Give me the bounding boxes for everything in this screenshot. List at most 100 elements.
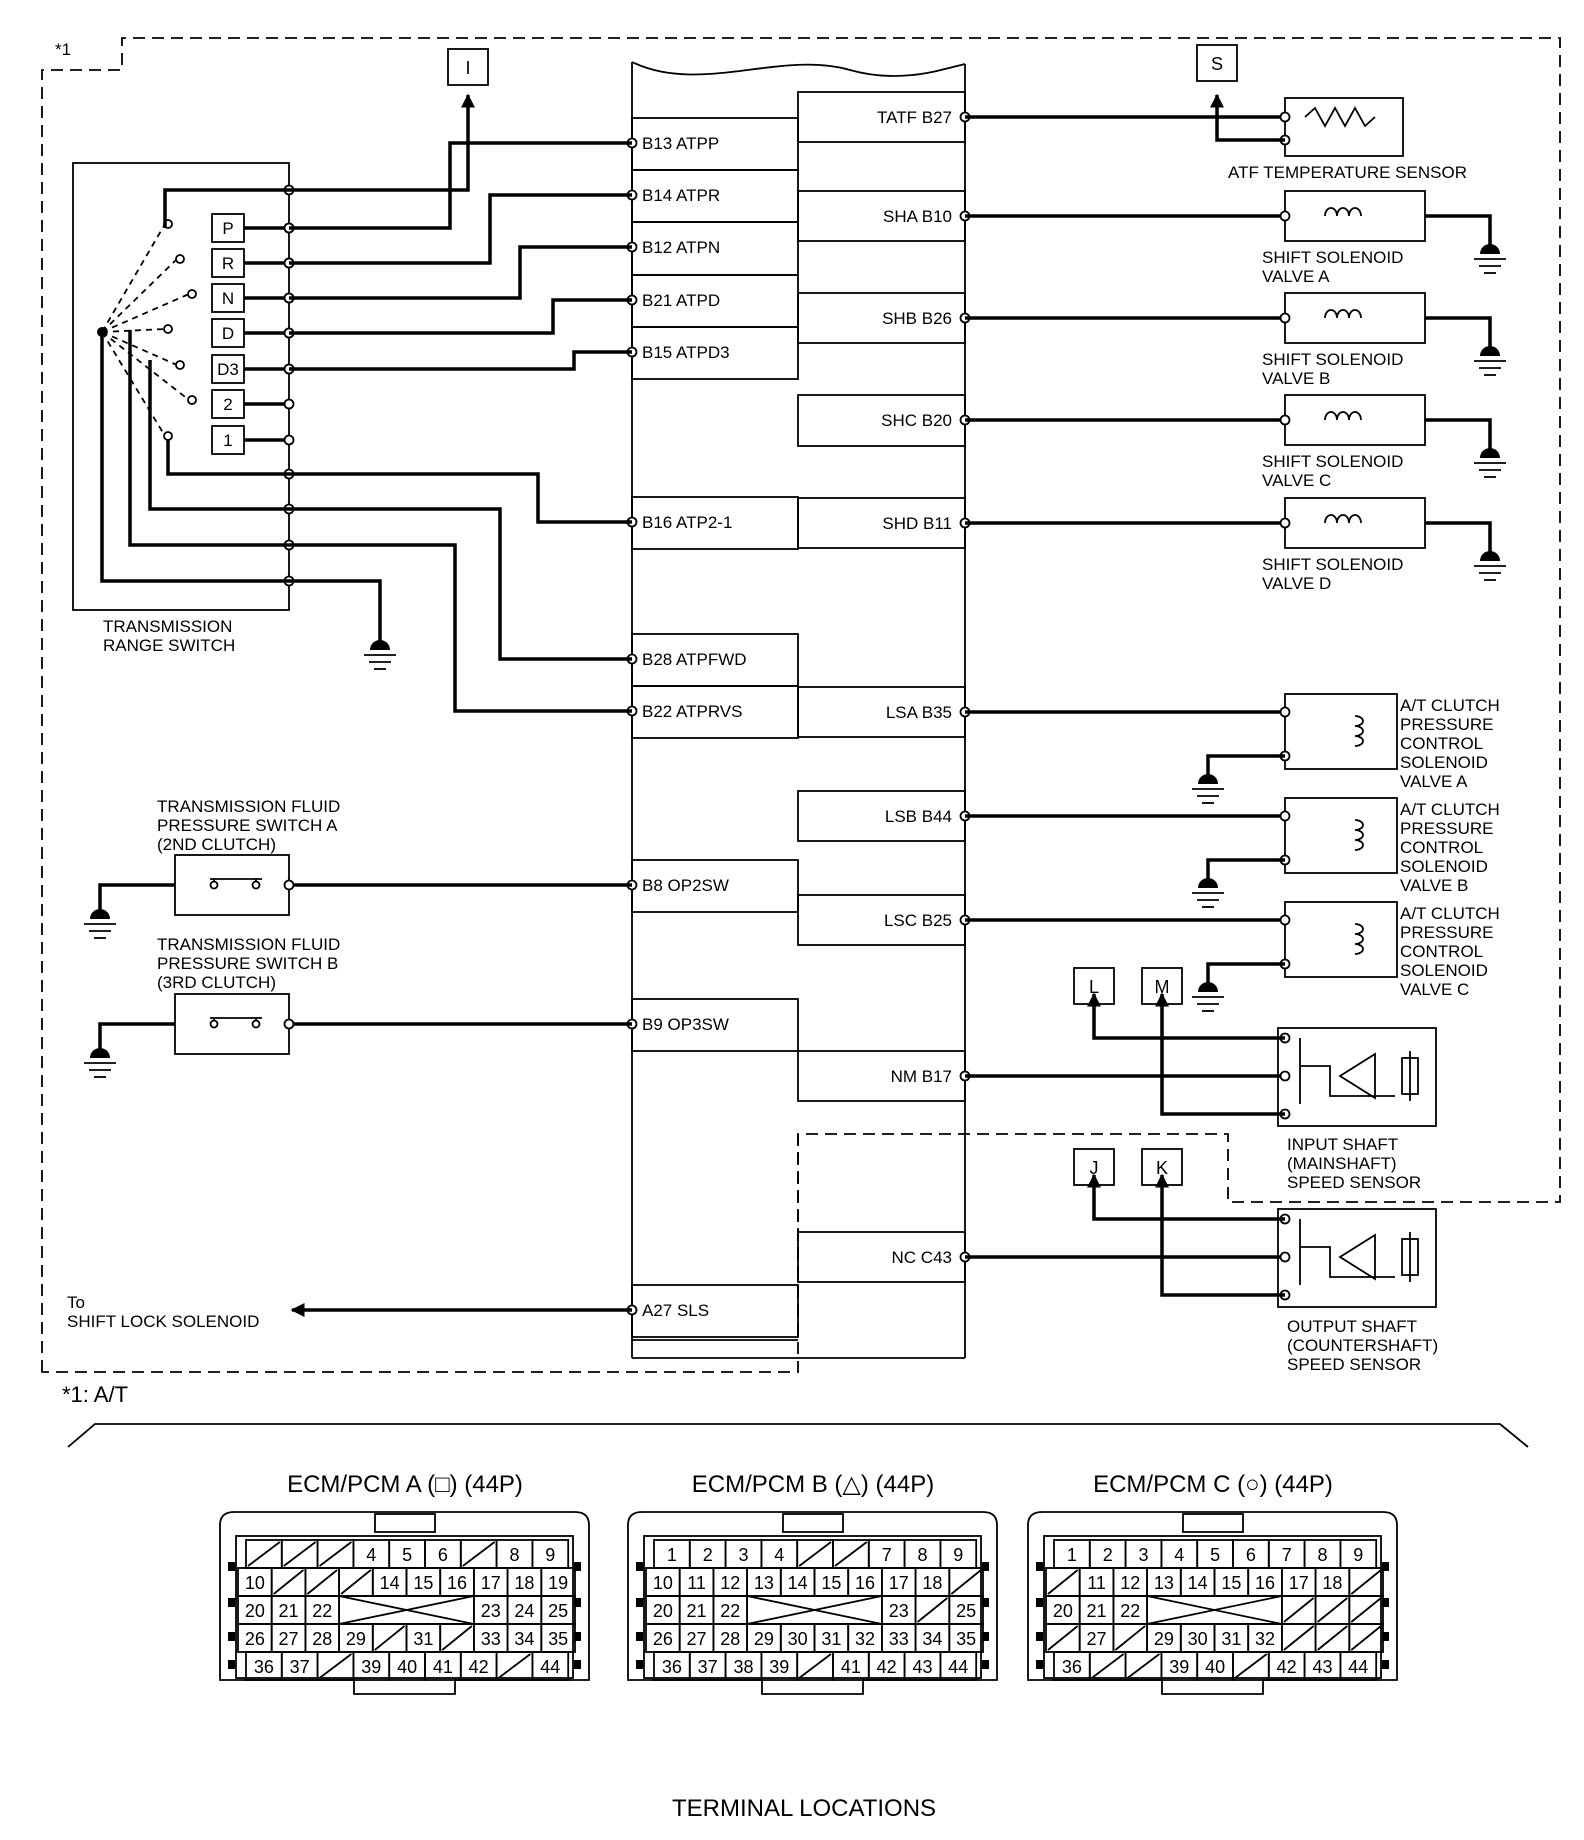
connector-pin-number: 43 [1312, 1657, 1332, 1677]
range-position-label: N [222, 289, 234, 308]
right-terminal-label: TATF B27 [877, 108, 952, 127]
connector-pin-number: 40 [397, 1657, 417, 1677]
connector-key-cross [338, 1595, 475, 1625]
connector-pin-number: 21 [279, 1601, 299, 1621]
connector-pin-number: 35 [548, 1629, 568, 1649]
connector-lock-tab [574, 1562, 581, 1571]
wire-atpfwd [289, 507, 632, 661]
coil-symbol [1354, 923, 1364, 955]
connector-lock-tab [228, 1598, 235, 1607]
unused-pin-slash [1283, 1597, 1315, 1623]
output_sensor-label: (COUNTERSHAFT) [1287, 1336, 1438, 1355]
connector-box-L [1073, 967, 1115, 1005]
connector-pin-number: 11 [1087, 1573, 1106, 1593]
right-terminal-label: NM B17 [891, 1067, 952, 1086]
ground-symbol [1474, 448, 1506, 478]
unused-pin-slash [798, 1653, 832, 1679]
connector-pin-number: 31 [821, 1629, 841, 1649]
connector-pin-number: 20 [653, 1601, 673, 1621]
connector-pin-number: 10 [653, 1573, 673, 1593]
connector-pin-number: 44 [1348, 1657, 1368, 1677]
connector-pin-number: 5 [402, 1545, 412, 1565]
connector-lock-tab [982, 1598, 989, 1607]
cl_c-label: CONTROL [1400, 942, 1483, 961]
unused-pin-slash [319, 1653, 352, 1679]
connector-pin-number: 37 [698, 1657, 718, 1677]
wire-sol-a-gnd [1425, 214, 1492, 248]
connector-pin-number: 26 [245, 1629, 265, 1649]
connector-pin-number: 16 [1255, 1573, 1275, 1593]
unused-pin-slash [1091, 1653, 1125, 1679]
ground-symbol [1474, 346, 1506, 376]
connector-pin-number: 37 [290, 1657, 310, 1677]
connector-box-label: L [1089, 977, 1099, 997]
right-terminal-label: LSA B35 [886, 703, 952, 722]
wiper-contact [163, 324, 173, 334]
range-switch-label-1: TRANSMISSION [103, 617, 232, 636]
connector-latch [374, 1513, 436, 1533]
connector-title: ECM/PCM C (○) (44P) [1093, 1471, 1333, 1498]
fluid_a-label: PRESSURE SWITCH A [157, 816, 338, 835]
sensor-resistor [1401, 1238, 1419, 1276]
connector-pin-number: 17 [481, 1573, 501, 1593]
ground-symbol [364, 640, 396, 670]
sol-c-body [1284, 394, 1426, 446]
connector-lock-tab [574, 1598, 581, 1607]
connector-pin-number: 4 [774, 1545, 784, 1565]
coil-symbol [1354, 715, 1364, 747]
connector-lock-tab [574, 1632, 581, 1641]
range-position-label: P [222, 219, 233, 238]
footnote: *1: A/T [62, 1382, 128, 1407]
terminal-dot [1279, 1251, 1291, 1263]
wire-output-sensor-out1 [1087, 1173, 1285, 1221]
ground-symbol [1192, 774, 1224, 804]
connector-title: ECM/PCM B (△) (44P) [692, 1471, 934, 1498]
unused-pin-slash [1234, 1653, 1268, 1679]
connector-pin-number: 28 [720, 1629, 740, 1649]
connector-lock-tab [574, 1660, 581, 1669]
sol_d-label: SHIFT SOLENOID [1262, 555, 1403, 574]
connector-lock-tab [1382, 1660, 1389, 1669]
range-position-label: R [222, 254, 234, 273]
connector-pin-number: 26 [653, 1629, 673, 1649]
unused-pin-slash [1047, 1625, 1079, 1651]
connector-pin-number: 39 [769, 1657, 789, 1677]
left-terminal-label: B8 OP2SW [642, 876, 729, 895]
connector-pin-number: 36 [662, 1657, 682, 1677]
connector-pin-number: 42 [469, 1657, 489, 1677]
unused-pin-slash [273, 1569, 304, 1595]
connector-lock-tab [228, 1632, 235, 1641]
coil-symbol [1354, 819, 1364, 851]
cl-a-body [1284, 693, 1398, 770]
wiper-line [101, 331, 178, 366]
fluid_b-label: (3RD CLUTCH) [157, 973, 276, 992]
connector-lock-tab [982, 1660, 989, 1669]
connector-pin-number: 22 [720, 1601, 740, 1621]
wire-input-sensor-out1 [1087, 992, 1285, 1040]
wire-input-sensor-out2 [1155, 992, 1285, 1116]
right-terminal-label: SHB B26 [882, 309, 952, 328]
sol-b-body [1284, 292, 1426, 344]
fluid_b-label: TRANSMISSION FLUID [157, 935, 340, 954]
connector-lock-tab [1382, 1632, 1389, 1641]
connector-latch [1182, 1513, 1244, 1533]
sol_a-label: SHIFT SOLENOID [1262, 248, 1403, 267]
connector-pin-number: 42 [1277, 1657, 1297, 1677]
range-position-label: 1 [223, 431, 232, 450]
sol_b-label: SHIFT SOLENOID [1262, 350, 1403, 369]
wiper-line [101, 223, 166, 333]
connector-pin-number: 25 [548, 1601, 568, 1621]
left-terminal-label: B21 ATPD [642, 291, 720, 310]
connector-pin-number: 8 [1317, 1545, 1327, 1565]
wire-output-sensor-out2 [1155, 1173, 1285, 1297]
connector-box-J [1073, 1148, 1115, 1186]
atf-sensor-body [1284, 97, 1404, 157]
connector-pin-number: 13 [1154, 1573, 1174, 1593]
connector-pin-number: 44 [948, 1657, 968, 1677]
connector-pin-number: 31 [413, 1629, 433, 1649]
unused-pin-slash [950, 1569, 982, 1595]
unused-pin-slash [441, 1625, 473, 1651]
fluid-b-body [174, 993, 290, 1055]
